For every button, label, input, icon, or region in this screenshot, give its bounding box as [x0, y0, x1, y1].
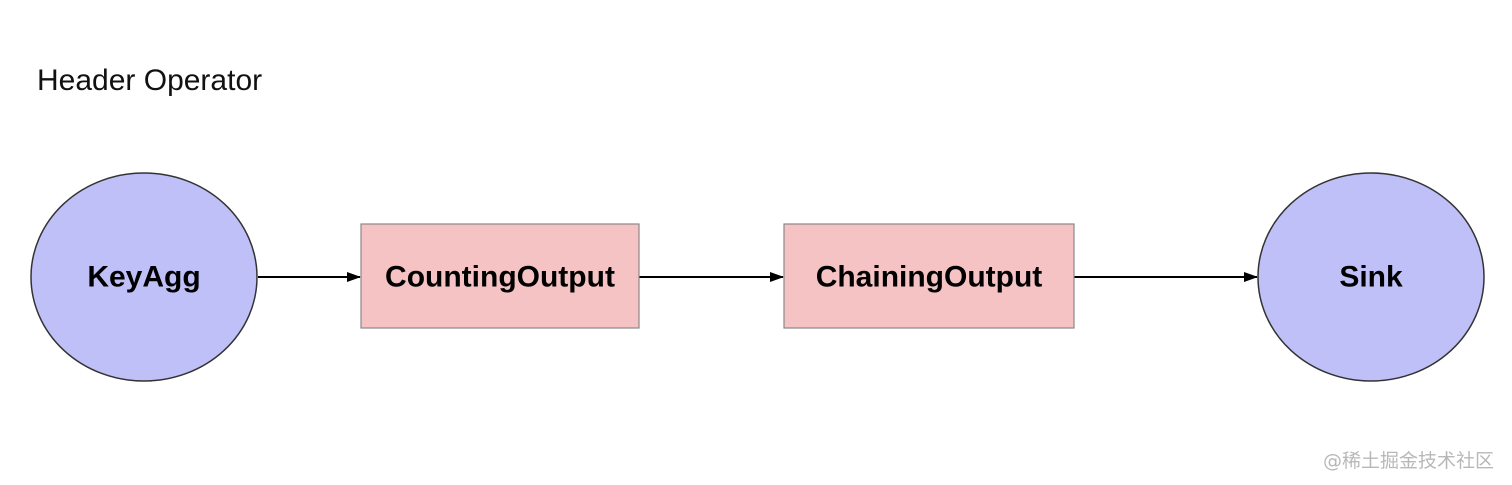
- sink-ellipse: [1257, 172, 1485, 382]
- keyagg-label: KeyAgg: [87, 261, 200, 294]
- watermark-text: @稀土掘金技术社区: [1322, 450, 1494, 472]
- sink-label: Sink: [1339, 261, 1403, 294]
- counting-output-label: CountingOutput: [385, 261, 615, 294]
- node-keyagg: KeyAgg: [30, 172, 258, 382]
- diagram-title: Header Operator: [37, 64, 263, 97]
- node-chaining-output: ChainingOutput: [783, 223, 1075, 329]
- node-counting-output: CountingOutput: [360, 223, 640, 329]
- counting-output-rect: [360, 223, 640, 329]
- chaining-output-rect: [783, 223, 1075, 329]
- chaining-output-label: ChainingOutput: [816, 261, 1043, 294]
- node-sink: Sink: [1257, 172, 1485, 382]
- keyagg-ellipse: [30, 172, 258, 382]
